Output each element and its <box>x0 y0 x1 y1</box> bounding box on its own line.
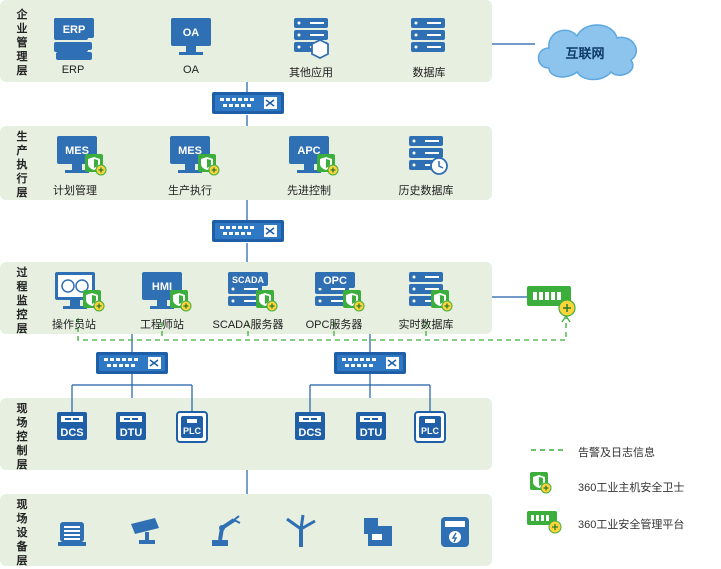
erp-server: ERP <box>54 18 94 60</box>
node-label-opc: OPC服务器 <box>305 319 363 331</box>
switch-field-1 <box>95 351 169 375</box>
database-server <box>411 18 445 52</box>
node-label-operator: 操作员站 <box>52 319 96 331</box>
legend-guard-label: 360工业主机安全卫士 <box>578 482 685 494</box>
mes-production: MES <box>170 136 220 176</box>
svg-text:HMI: HMI <box>152 281 172 293</box>
svg-text:MES: MES <box>65 145 89 157</box>
svg-text:OA: OA <box>183 27 200 39</box>
node-label-production: 生产执行 <box>168 185 212 197</box>
layer-band-5 <box>0 494 492 566</box>
layer-label-control: 现场控制层 <box>16 403 28 471</box>
layer-label-monitoring: 过程监控层 <box>16 267 28 335</box>
layer-label-execution: 生产执行层 <box>16 131 28 199</box>
opc-server: OPC <box>315 272 365 312</box>
svg-text:DCS: DCS <box>60 427 83 439</box>
operator-station <box>55 272 105 312</box>
svg-text:DCS: DCS <box>298 427 321 439</box>
node-label-other-apps: 其他应用 <box>289 67 333 79</box>
node-label-oa: OA <box>183 64 199 76</box>
robot-arm-icon <box>212 515 241 546</box>
plc-2: PLC <box>414 411 446 443</box>
wind-turbine-icon <box>286 514 316 547</box>
svg-text:DTU: DTU <box>120 427 143 439</box>
internet-cloud: 互联网 <box>537 24 637 81</box>
scada-server: SCADA <box>228 272 278 312</box>
switch-field-2 <box>333 351 407 375</box>
node-label-apc: 先进控制 <box>287 185 331 197</box>
svg-text:ERP: ERP <box>63 24 86 36</box>
management-platform <box>527 286 576 317</box>
dcs-1: DCS <box>57 412 87 440</box>
dtu-1: DTU <box>116 412 146 440</box>
machine-tool-icon <box>364 518 392 546</box>
node-label-planning: 计划管理 <box>53 185 97 197</box>
layer-label-device: 现场设备层 <box>16 499 28 567</box>
legend-platform-label: 360工业安全管理平台 <box>578 519 685 531</box>
svg-text:DTU: DTU <box>360 427 383 439</box>
svg-text:APC: APC <box>297 145 320 157</box>
apc-control: APC <box>289 136 339 176</box>
legend-log-label: 告警及日志信息 <box>578 447 655 459</box>
svg-text:PLC: PLC <box>421 426 440 436</box>
mes-planning: MES <box>57 136 107 176</box>
dcs-2: DCS <box>295 412 325 440</box>
engineer-station: HMI <box>142 272 192 312</box>
layer-label-enterprise: 企业管理层 <box>16 9 28 77</box>
node-label-engineer: 工程师站 <box>140 319 184 331</box>
node-label-erp: ERP <box>61 64 85 76</box>
power-meter-icon <box>441 517 469 547</box>
plc-1: PLC <box>176 411 208 443</box>
svg-text:OPC: OPC <box>323 275 347 287</box>
svg-text:互联网: 互联网 <box>565 46 604 61</box>
node-label-realtime-db: 实时数据库 <box>398 319 454 331</box>
layer-band-2 <box>0 126 492 200</box>
legend-platform-icon <box>527 511 562 534</box>
layer-band-1 <box>0 0 492 82</box>
motor-icon <box>58 522 86 546</box>
switch-core-2 <box>211 219 285 243</box>
node-label-history-db: 历史数据库 <box>398 185 454 197</box>
svg-text:MES: MES <box>178 145 202 157</box>
switch-core-1 <box>211 91 285 115</box>
svg-text:SCADA: SCADA <box>232 275 265 285</box>
svg-text:PLC: PLC <box>183 426 202 436</box>
dtu-2: DTU <box>356 412 386 440</box>
other-apps-server <box>294 18 329 60</box>
legend-shield-icon <box>529 471 552 494</box>
oa-monitor: OA <box>171 18 211 55</box>
node-label-scada: SCADA服务器 <box>212 319 284 331</box>
camera-icon <box>131 518 159 544</box>
history-db-server <box>409 136 448 175</box>
node-label-database: 数据库 <box>412 67 446 79</box>
